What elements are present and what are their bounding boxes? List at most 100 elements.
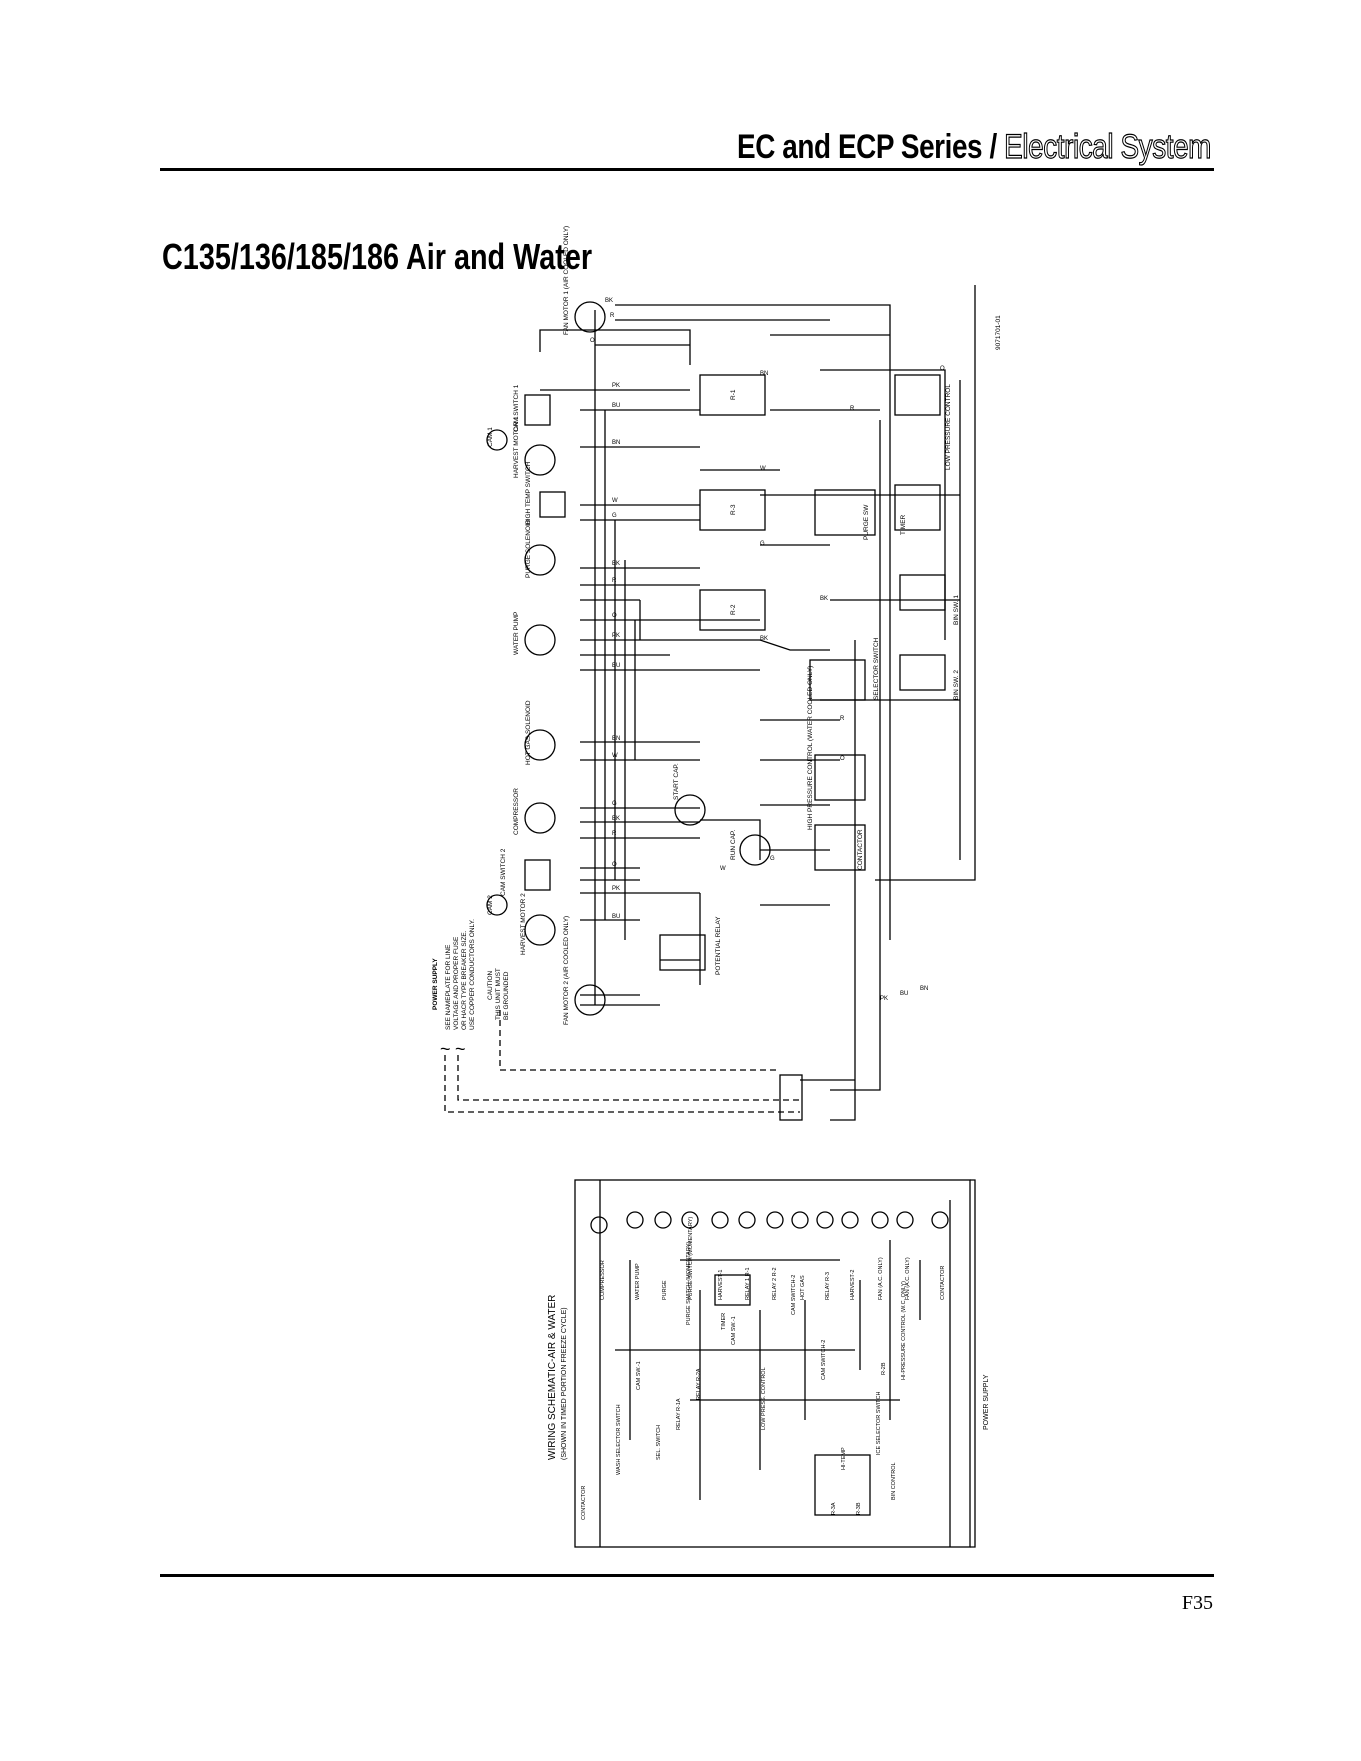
schematic-contact-label: CAM SW.-1 [731,1316,737,1345]
footer-rule [160,1574,1214,1577]
label-fan-motor-1: FAN MOTOR 1 (AIR COOLED ONLY) [563,226,570,335]
wire-color-tag: R [850,406,855,412]
power-note-2: VOLTAGE AND PROPER FUSE [453,936,460,1030]
wire-color-tag: G [770,856,775,862]
wire-color-tag: PK [612,383,620,389]
wire-color-tag: R [612,831,617,837]
svg-text:~: ~ [440,1039,451,1059]
label-bin-sw-2: BIN SW. 2 [953,670,960,700]
schematic-contact-label: R-3B [856,1502,862,1515]
label-cam-1: CAM 1 [487,427,494,447]
header-series: EC and ECP Series / [737,128,997,166]
wire-color-tag: O [940,366,945,372]
wire-color-tag: BU [612,914,620,920]
label-water-pump: WATER PUMP [513,612,520,655]
caution-1: CAUTION [487,970,494,1000]
schematic-contact-label: TIMER [721,1313,727,1330]
schematic-load-label: COMPRESSOR [600,1260,606,1300]
schematic-load-label: PURGE SWITCH (MOMENTARY) [688,1217,694,1300]
svg-text:~: ~ [455,1039,466,1059]
wire-color-tag: R [612,578,617,584]
wire-color-tag: BK [760,636,768,642]
label-high-temp-switch: HIGH TEMP SWITCH [525,461,532,525]
label-relay-3: R-3 [730,504,737,515]
wire-color-tag: BN [920,986,928,992]
wire-color-tag: O [840,756,845,762]
wire-color-tag: BK [820,596,828,602]
schematic-contact-label: CAM SWITCH-2 [791,1275,797,1315]
schematic-contact-label: ICE SELECTOR SWITCH [876,1392,882,1455]
label-bin-sw-1: BIN SW. 1 [953,595,960,625]
label-potential-relay: POTENTIAL RELAY [715,916,722,975]
schematic-contact-label: RELAY R-2A [696,1368,702,1400]
wire-color-tag: BU [612,663,620,669]
power-supply-heading: POWER SUPPLY [432,958,439,1010]
label-cam-2: CAM 2 [487,895,494,915]
wire-color-tag: G [760,541,765,547]
label-low-pressure-control: LOW PRESSURE CONTROL [945,384,952,470]
schematic-subtitle: (SHOWN IN TIMED PORTION FREEZE CYCLE) [561,1307,568,1460]
schematic-load-label: RELAY R-3 [825,1272,831,1300]
label-cam-switch-1: CAM SWITCH 1 [513,384,520,432]
label-fan-motor-2: FAN MOTOR 2 (AIR COOLED ONLY) [563,916,570,1025]
schematic-load-label: HARVEST-1 [718,1270,724,1300]
wire-color-tag: BK [605,298,613,304]
wire-color-tag: PK [612,886,620,892]
label-selector-switch: SELECTOR SWITCH [873,637,880,700]
wire-color-tag: PK [880,996,888,1002]
schematic-contact-label: WASH SELECTOR SWITCH [616,1404,622,1475]
wire-color-tag: BU [900,991,908,997]
label-purge-sw: PURGE SW [863,504,870,540]
caution-2: THIS UNIT MUST [495,968,502,1020]
schematic-load-label: FAN (A.C. ONLY) [905,1257,911,1300]
schematic-contact-label: PURGE SWITCH (MOMENTARY) [686,1242,692,1325]
header-rule [160,168,1214,171]
wire-color-tag: W [612,753,618,759]
schematic-load-label: FAN (A.C. ONLY) [878,1257,884,1300]
label-high-pressure-control: HIGH PRESSURE CONTROL (WATER COOLED ONLY… [807,666,814,830]
schematic-contact-label: R-3A [831,1502,837,1515]
schematic-contact-label: LOW PRESS. CONTROL [761,1367,767,1430]
label-start-cap: START CAP. [673,763,680,800]
label-compressor: COMPRESSOR [513,788,520,835]
schematic-load-label: HOT GAS [800,1275,806,1300]
schematic-power-supply: POWER SUPPLY [983,1374,990,1430]
label-run-cap: RUN CAP. [730,830,737,860]
schematic-contact-label: CONTACTOR [581,1486,587,1520]
label-cam-switch-2: CAM SWITCH 2 [500,848,507,896]
wire-color-tag: W [612,498,618,504]
schematic-contact-label: HI-TEMP [841,1447,847,1470]
schematic-load-label: WATER PUMP [635,1263,641,1300]
schematic-contact-label: HI-PRESSURE CONTROL (W.C. ONLY) [901,1281,907,1380]
header-section: Electrical System [1004,127,1212,166]
schematic-load-label: HARVEST-2 [850,1270,856,1300]
label-contactor: CONTACTOR [857,829,864,870]
label-harvest-motor-1: HARVEST MOTOR 1 [513,416,520,478]
wire-color-tag: G [612,513,617,519]
schematic-contact-label: R-2B [881,1362,887,1375]
schematic-load-label: CONTACTOR [940,1266,946,1300]
wire-color-tag: W [760,466,766,472]
wire-color-tag: O [590,338,595,344]
power-note-4: USE COPPER CONDUCTORS ONLY. [469,919,476,1030]
wire-color-tag: BK [612,561,620,567]
power-note-3: OR HACR TYPE BREAKER SIZE. [461,930,468,1030]
label-harvest-motor-2: HARVEST MOTOR 2 [520,893,527,955]
page-title: C135/136/185/186 Air and Water [162,236,593,277]
wire-color-tag: R [840,716,845,722]
schematic-load-label: RELAY 2 R-2 [772,1267,778,1300]
label-relay-1: R-1 [730,389,737,400]
schematic-contact-label: CAM SW.-1 [636,1361,642,1390]
label-purge-solenoid: PURGE SOLENOID [525,519,532,578]
schematic-contact-label: BIN CONTROL [891,1462,897,1500]
wire-color-tag: BN [612,736,620,742]
wire-color-tag: W [720,866,726,872]
diagram-id: 9071701-01 [995,315,1002,350]
wire-color-tag: G [612,801,617,807]
wire-color-tag: PK [612,633,620,639]
schematic-contact-label: CAM SWITCH-2 [821,1340,827,1380]
label-hot-gas-solenoid: HOT GAS SOLENOID [525,700,532,765]
label-relay-2: R-2 [730,604,737,615]
schematic-title: WIRING SCHEMATIC-AIR & WATER [547,1295,558,1460]
